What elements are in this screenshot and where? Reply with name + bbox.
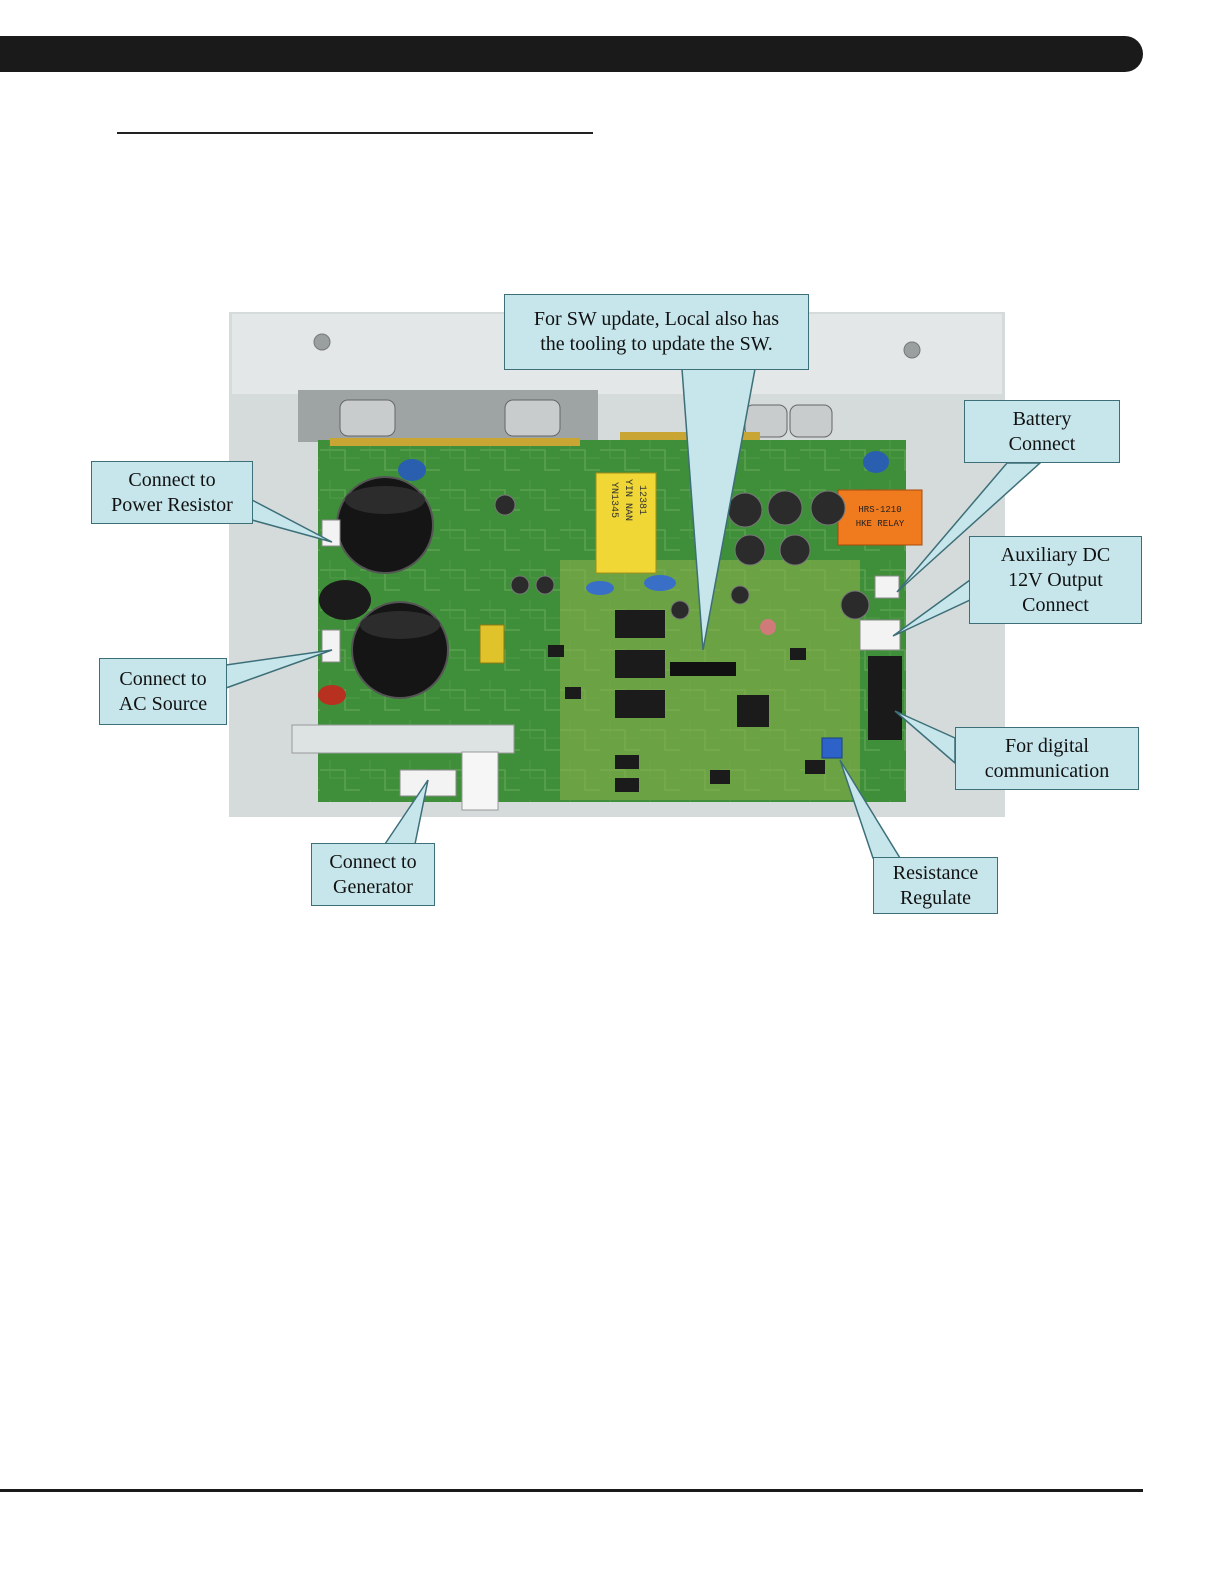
red-capacitor <box>318 685 346 705</box>
callout-aux-dc-line1: Auxiliary DC <box>1001 543 1110 568</box>
grommet-4 <box>790 405 832 437</box>
ac-source-connector <box>322 630 340 662</box>
heatsink-clip <box>330 438 580 446</box>
mount-screw-left <box>314 334 330 350</box>
callout-power-resistor-line1: Connect to <box>128 468 215 493</box>
callout-power-resistor-line2: Power Resistor <box>111 493 233 518</box>
callout-resistance-regulate: Resistance Regulate <box>873 857 998 914</box>
callout-generator-line1: Connect to <box>329 850 416 875</box>
callout-battery-connect: Battery Connect <box>964 400 1120 463</box>
relay-label-1: HRS-1210 <box>858 505 901 515</box>
callout-resistance-line2: Regulate <box>900 886 971 911</box>
callout-aux-dc-line3: Connect <box>1022 593 1089 618</box>
pink-component <box>760 619 776 635</box>
callout-resistance-line1: Resistance <box>893 861 979 886</box>
relay-label-2: HKE RELAY <box>856 519 905 529</box>
transformer-label-3: 12381 <box>636 485 647 515</box>
callout-aux-dc-line2: 12V Output <box>1008 568 1103 593</box>
programming-header <box>670 662 736 676</box>
callout-power-resistor: Connect to Power Resistor <box>91 461 253 524</box>
callout-sw-update-line1: For SW update, Local also has <box>534 307 779 332</box>
callout-digital-comm-line1: For digital <box>1005 734 1089 759</box>
grommet-2 <box>505 400 560 436</box>
digital-comm-connector <box>868 656 902 740</box>
callout-generator: Connect to Generator <box>311 843 435 906</box>
mount-screw-right <box>904 342 920 358</box>
callout-sw-update-line2: the tooling to update the SW. <box>540 332 773 357</box>
transformer-label-1: YIN NAN <box>622 479 633 521</box>
film-capacitor <box>480 625 504 663</box>
callout-ac-source-line1: Connect to <box>119 667 206 692</box>
callout-digital-comm-line2: communication <box>985 759 1109 784</box>
fuse-holder <box>462 752 498 810</box>
callout-digital-communication: For digital communication <box>955 727 1139 790</box>
blue-cap-4 <box>586 581 614 595</box>
resistance-potentiometer <box>822 738 842 758</box>
callout-ac-source: Connect to AC Source <box>99 658 227 725</box>
bulk-capacitor-2-top <box>360 611 440 639</box>
callout-generator-line2: Generator <box>333 875 413 900</box>
battery-connector <box>875 576 899 598</box>
blue-cap-3 <box>644 575 676 591</box>
callout-battery-line1: Battery <box>1013 407 1072 432</box>
callout-sw-update: For SW update, Local also has the toolin… <box>504 294 809 370</box>
footer-rule <box>0 1489 1143 1492</box>
callout-aux-dc: Auxiliary DC 12V Output Connect <box>969 536 1142 624</box>
relay <box>838 490 922 545</box>
y-capacitor-2 <box>863 451 889 473</box>
bulk-capacitor-1-top <box>345 486 425 514</box>
callout-battery-line2: Connect <box>1009 432 1076 457</box>
grommet-1 <box>340 400 395 436</box>
callout-ac-source-line2: AC Source <box>119 692 207 717</box>
y-capacitor-1 <box>398 459 426 481</box>
heatsink-bar <box>292 725 514 753</box>
controller-board-figure: YIN NAN YN1345 12381 HRS-1210 HKE RELAY <box>0 0 1224 1000</box>
varistor <box>319 580 371 620</box>
transformer-label-2: YN1345 <box>608 482 619 518</box>
